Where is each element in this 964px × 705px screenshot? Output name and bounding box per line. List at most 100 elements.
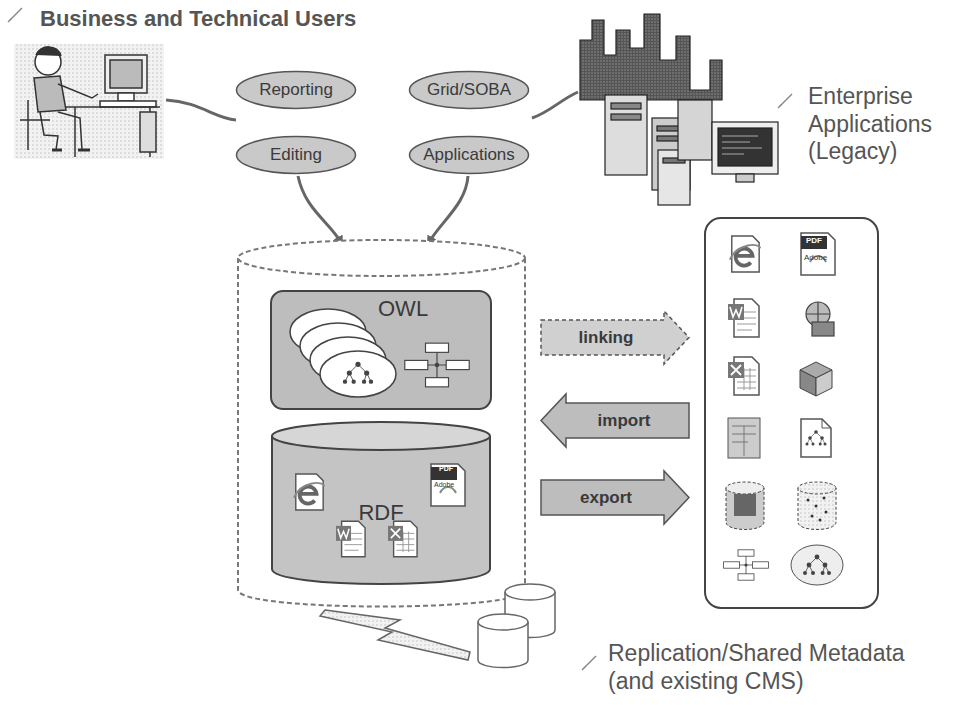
svg-rect xyxy=(605,95,647,175)
svg-path xyxy=(726,488,764,530)
svg-ellipse xyxy=(726,482,764,494)
svg-circle xyxy=(825,511,828,514)
svg-g xyxy=(800,362,832,396)
svg-path xyxy=(166,100,236,120)
svg-rect xyxy=(14,44,164,159)
node-label: import xyxy=(598,411,651,431)
svg-path xyxy=(800,370,816,396)
icon-label: PDF xyxy=(806,236,822,246)
svg-use xyxy=(724,550,769,580)
svg-polygon xyxy=(541,394,689,447)
svg-path xyxy=(60,107,160,157)
svg-ellipse xyxy=(237,72,356,109)
svg-circle xyxy=(811,515,814,518)
svg-g xyxy=(728,418,760,458)
node-label: OWL xyxy=(378,296,428,322)
oval-node: Editing xyxy=(235,135,357,175)
svg-path xyxy=(8,19,11,22)
svg-ellipse xyxy=(478,614,528,630)
svg-rect xyxy=(611,103,641,109)
node-label: export xyxy=(580,488,632,508)
svg-ellipse xyxy=(272,422,490,450)
replication-link xyxy=(320,584,555,668)
svg-use xyxy=(336,521,365,557)
svg-rect xyxy=(812,322,834,336)
oval-node: Reporting xyxy=(235,70,357,110)
icon-label: Adobe xyxy=(804,253,827,263)
svg-circle xyxy=(815,505,818,508)
svg-ellipse xyxy=(238,240,525,276)
svg-g xyxy=(478,584,555,668)
svg-path xyxy=(816,370,832,396)
svg-use xyxy=(801,233,835,275)
svg-path xyxy=(732,426,756,456)
svg-path xyxy=(780,94,792,106)
svg-rect xyxy=(611,114,641,120)
svg-rect xyxy=(734,494,756,516)
svg-rect xyxy=(718,128,772,166)
svg-polygon xyxy=(541,471,689,524)
svg-circle xyxy=(819,519,822,522)
section-label: Replication/Shared Metadata (and existin… xyxy=(608,640,956,695)
svg-g xyxy=(806,302,834,336)
block-arrow: export xyxy=(540,470,690,525)
svg-polygon xyxy=(541,311,689,364)
store-cylinder xyxy=(238,240,525,607)
svg-path xyxy=(238,258,525,607)
resource-panel xyxy=(705,218,878,608)
svg-path xyxy=(10,8,22,20)
svg-path xyxy=(20,100,50,150)
svg-use xyxy=(405,343,469,387)
svg-use xyxy=(388,521,417,557)
block-arrow: import xyxy=(540,393,690,448)
svg-ellipse xyxy=(798,482,836,494)
svg-path xyxy=(778,105,781,108)
svg-path xyxy=(584,656,596,668)
svg-use xyxy=(806,430,827,445)
svg-use xyxy=(343,362,373,384)
node-label: Reporting xyxy=(259,80,333,100)
svg-use xyxy=(294,474,324,510)
svg-use xyxy=(728,357,759,395)
icon-label: Adobe xyxy=(434,481,454,489)
svg-ellipse xyxy=(320,351,396,397)
node-label: RDF xyxy=(358,500,403,526)
svg-use xyxy=(801,419,831,457)
rdf-store: RDF xyxy=(270,420,492,585)
node-label: Applications xyxy=(423,145,515,165)
block-arrow: linking xyxy=(540,310,690,365)
user-figure xyxy=(14,44,164,159)
svg-ellipse xyxy=(410,137,529,174)
svg-path xyxy=(580,14,722,100)
svg-rect xyxy=(678,100,712,160)
svg-path xyxy=(58,84,98,98)
svg-rect xyxy=(118,93,134,101)
svg-use xyxy=(803,555,831,575)
svg-use xyxy=(728,299,759,337)
enterprise-systems xyxy=(580,14,778,205)
svg-path xyxy=(532,92,578,118)
svg-circle xyxy=(823,497,826,500)
svg-path xyxy=(52,149,90,152)
oval-node: Applications xyxy=(408,135,530,175)
svg-rect xyxy=(736,174,754,182)
ontology-box: OWL xyxy=(270,290,492,410)
svg-path xyxy=(320,610,470,660)
svg-rect xyxy=(100,101,156,107)
svg-rect xyxy=(140,112,156,152)
svg-rect xyxy=(728,418,760,458)
node-label: linking xyxy=(579,328,634,348)
flow-curve xyxy=(166,92,578,244)
svg-ellipse xyxy=(791,545,843,585)
node-label: Grid/SOBA xyxy=(427,80,511,100)
svg-rect xyxy=(705,218,878,608)
svg-g xyxy=(726,482,764,530)
svg-path xyxy=(272,436,490,584)
svg-path xyxy=(428,176,468,244)
svg-rect xyxy=(110,60,142,88)
svg-circle xyxy=(807,499,810,502)
svg-ellipse xyxy=(237,137,356,174)
svg-path xyxy=(722,136,762,154)
bullet-mark xyxy=(8,8,792,670)
svg-ellipse xyxy=(410,72,529,109)
